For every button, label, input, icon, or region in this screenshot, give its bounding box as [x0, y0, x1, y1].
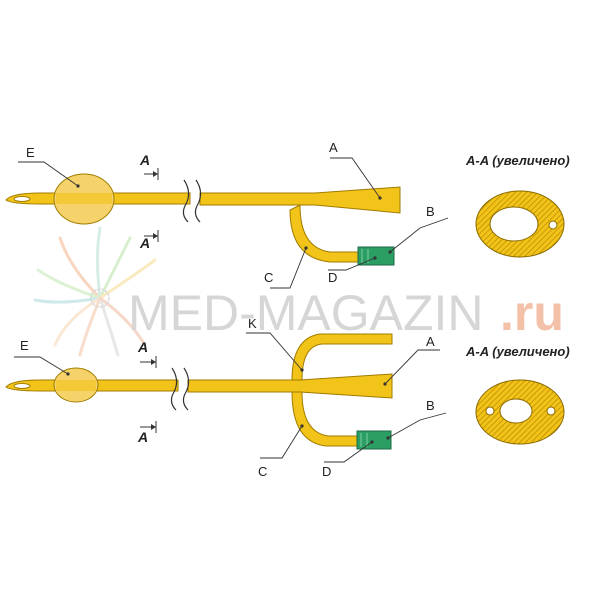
top-valve	[357, 246, 395, 266]
top-cross-section	[475, 190, 565, 258]
top-section-title: A-A (увеличено)	[465, 153, 570, 168]
bottom-label-c: C	[258, 464, 267, 479]
watermark-suffix: .ru	[500, 285, 564, 341]
bottom-section-marks: A A	[137, 339, 157, 445]
watermark: MED-MAGAZIN .ru	[128, 285, 564, 341]
top-section-mark-1: A	[139, 152, 150, 168]
bottom-section-title: A-A (увеличено)	[465, 344, 570, 359]
bottom-section-mark-1: A	[137, 339, 148, 355]
bottom-valve	[356, 430, 392, 450]
bottom-section-mark-2: A	[137, 429, 148, 445]
top-label-d: D	[328, 270, 337, 285]
bottom-label-e: E	[20, 338, 29, 353]
top-label-a: A	[329, 140, 338, 155]
bottom-label-b: B	[426, 398, 435, 413]
top-label-b: B	[426, 204, 435, 219]
bottom-label-k: K	[248, 316, 257, 331]
top-label-e: E	[26, 145, 35, 160]
bottom-label-d: D	[322, 464, 331, 479]
top-section-mark-2: A	[139, 235, 150, 251]
top-labels	[18, 157, 449, 289]
bottom-upper-arm	[291, 333, 393, 381]
top-section-marks: A A	[139, 152, 159, 251]
bottom-catheter	[5, 333, 393, 450]
watermark-logo-icon	[33, 226, 157, 357]
top-label-c: C	[264, 270, 273, 285]
watermark-text: MED-MAGAZIN	[128, 285, 484, 341]
bottom-label-a: A	[426, 334, 435, 349]
bottom-lower-arm	[291, 391, 361, 447]
top-side-arm	[289, 204, 361, 263]
bottom-cross-section	[475, 379, 565, 445]
bottom-labels	[14, 332, 447, 463]
